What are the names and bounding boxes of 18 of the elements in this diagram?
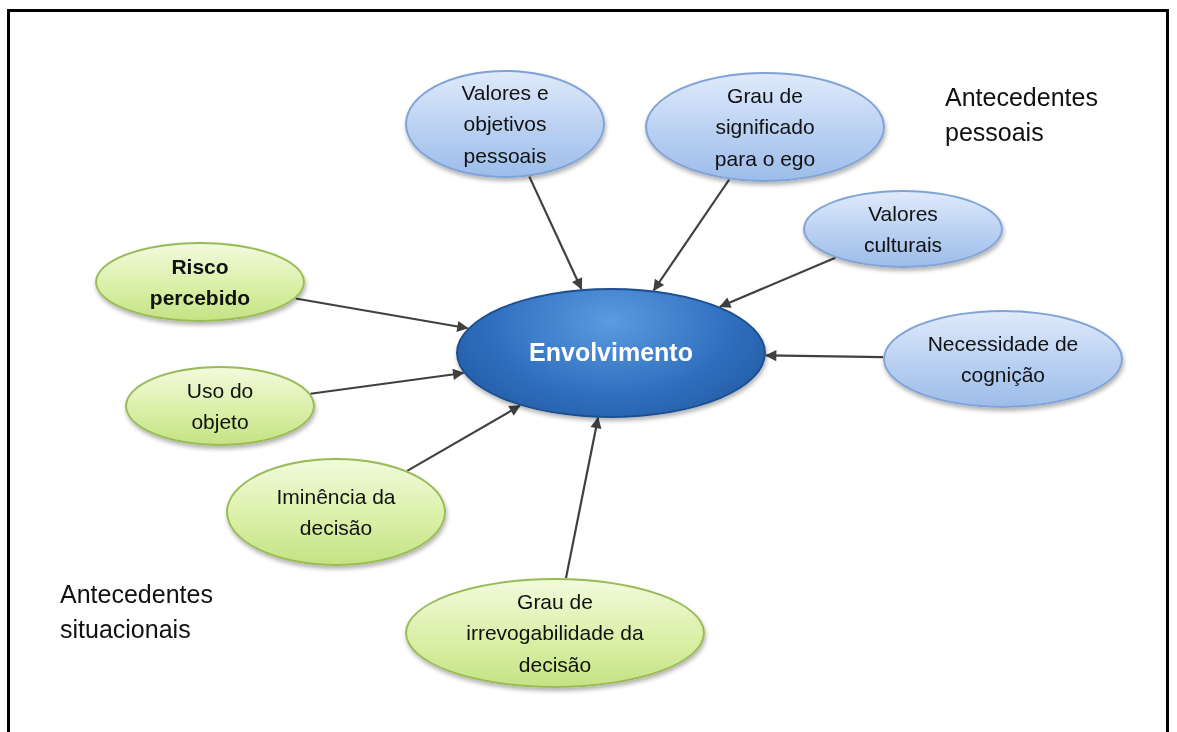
arrow: [310, 368, 465, 395]
node-label: Risco percebido: [148, 253, 252, 311]
arrow: [719, 256, 836, 308]
group-caption: Antecedentes pessoais: [945, 82, 1099, 148]
node-label: Envolvimento: [529, 337, 693, 369]
arrow: [765, 349, 884, 362]
node-label: Necessidade de cognição: [926, 330, 1080, 388]
node-label: Uso do objeto: [185, 377, 255, 435]
group-caption: Antecedentes situacionais: [60, 579, 214, 645]
arrow: [295, 297, 469, 332]
node-label: Valores e objetivos pessoais: [460, 79, 550, 169]
node-label: Grau de significado para o ego: [713, 82, 817, 172]
node-label: Valores culturais: [862, 200, 944, 258]
arrow: [528, 175, 583, 290]
node-label: Iminência da decisão: [275, 483, 397, 541]
arrow: [406, 404, 521, 472]
node-label: Grau de irrevogabilidade da decisão: [465, 588, 645, 678]
arrow: [564, 417, 602, 579]
